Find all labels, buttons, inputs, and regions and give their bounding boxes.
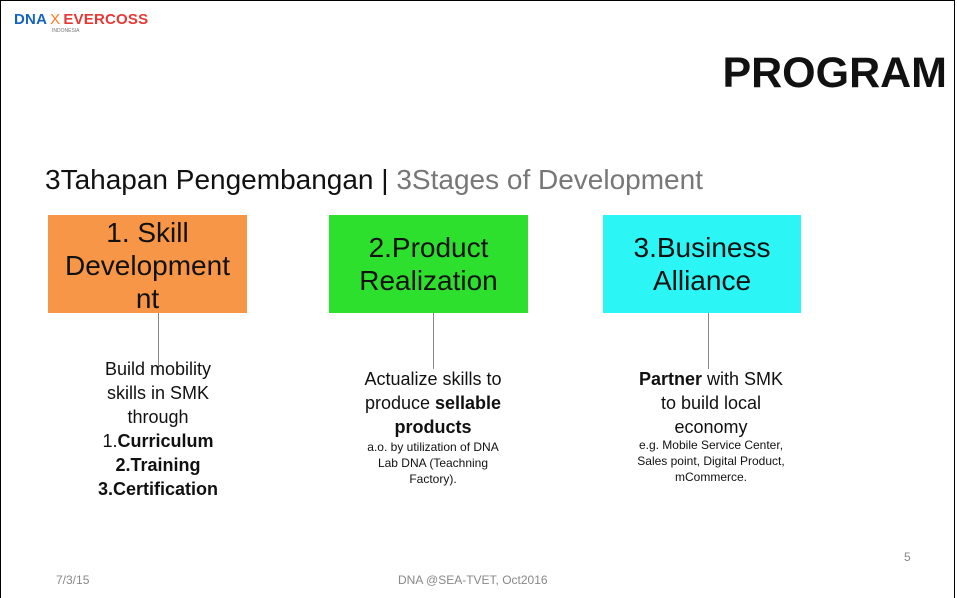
logo-tagline: INDONESIA (52, 28, 80, 34)
logo-x-mark: X (50, 11, 61, 28)
page-number: 5 (904, 550, 911, 564)
stage-2-desc-line2-prefix: produce (364, 393, 435, 413)
stage-3-line1: 3.Business (633, 232, 771, 263)
stage-1-desc-training: 2.Training (115, 455, 201, 475)
stage-1-desc-curriculum: Curriculum (117, 431, 214, 451)
stage-2-line1: 2.Product (368, 232, 489, 263)
stage-3-desc-line3: economy (674, 417, 748, 437)
stage-2-desc-small: a.o. by utilization of DNA Lab DNA (Teac… (367, 440, 499, 486)
stage-1-desc-line4-prefix: 1. (102, 431, 118, 451)
stage-3-line2: Alliance (652, 265, 752, 296)
logo-dna-text: DNA (14, 11, 48, 28)
footer-event: DNA @SEA-TVET, Oct2016 (398, 573, 548, 587)
stage-2-desc-line2: produce sellable (328, 391, 538, 415)
stage-3-description: Partner with SMK to build local economy … (606, 367, 816, 485)
stage-3-desc-line1: Partner with SMK (606, 367, 816, 391)
slide-title: PROGRAM (722, 49, 947, 97)
stage-1-description: Build mobility skills in SMK through 1.C… (68, 357, 248, 501)
stage-3-desc-line2: to build local (660, 393, 762, 413)
stage-2-line2: Realization (359, 265, 498, 296)
stage-1-desc-line4: 1.Curriculum (68, 429, 248, 453)
stage-1-line3: nt (135, 283, 160, 314)
stage-2-desc-sellable: sellable (435, 393, 502, 413)
stage-1-desc-line2: skills in SMK (106, 383, 209, 403)
stage-1-connector (158, 313, 159, 375)
logo-evercoss-text: EVERCOSS (63, 11, 149, 28)
stage-box-skill-development: 1. Skill Development nt (48, 215, 247, 314)
subtitle-main: 3Tahapan Pengembangan | (45, 164, 397, 195)
stage-2-desc-line1: Actualize skills to (364, 369, 502, 389)
stage-1-desc-certification: 3.Certification (97, 479, 219, 499)
stage-3-desc-partner: Partner (638, 369, 702, 389)
stage-3-connector (708, 313, 709, 369)
stage-2-desc-products: products (394, 417, 472, 437)
stage-3-desc-line1-rest: with SMK (702, 369, 784, 389)
stage-2-connector (433, 313, 434, 369)
dna-evercoss-logo: DNA X EVERCOSS INDONESIA (14, 11, 148, 37)
stage-1-desc-line1: Build mobility (104, 359, 212, 379)
subtitle-english: 3Stages of Development (396, 164, 703, 195)
stage-box-product-realization: 2.Product Realization (329, 215, 528, 313)
stage-box-business-alliance: 3.Business Alliance (603, 215, 801, 313)
stage-3-desc-small: e.g. Mobile Service Center, Sales point,… (637, 438, 785, 484)
stage-1-line1: 1. Skill (106, 217, 189, 248)
slide-subtitle: 3Tahapan Pengembangan | 3Stages of Devel… (45, 164, 703, 196)
footer-date: 7/3/15 (56, 573, 90, 587)
stage-1-line2: Development (65, 250, 230, 281)
stage-1-desc-line3: through (127, 407, 189, 427)
stage-2-description: Actualize skills to produce sellable pro… (328, 367, 538, 487)
